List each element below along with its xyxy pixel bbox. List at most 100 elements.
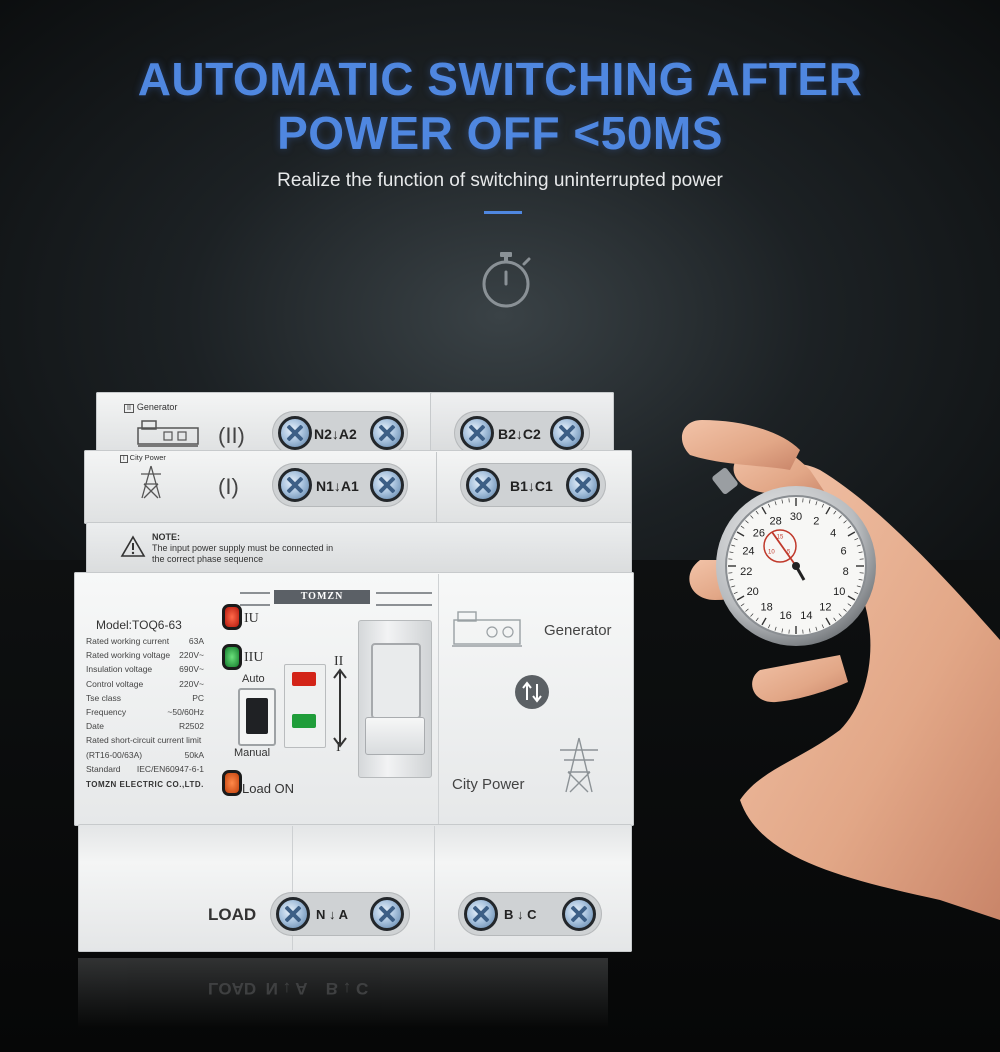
dial-tick — [843, 608, 847, 612]
switch-lever[interactable] — [358, 620, 432, 778]
dial-number: 20 — [747, 586, 759, 598]
minute-hand — [771, 531, 797, 567]
generator-outline-icon — [452, 611, 522, 647]
dial-tick — [854, 538, 859, 541]
load-b-c-label: B ↓ C — [504, 907, 537, 922]
terminal-n2-a2-label: N2↓A2 — [314, 426, 357, 442]
terminal-screw[interactable] — [562, 897, 596, 931]
terminal-screw[interactable] — [460, 416, 494, 450]
iu-led — [222, 604, 242, 630]
iiu-led — [222, 644, 242, 670]
subdial-number: 15 — [777, 535, 784, 541]
dial-tick — [733, 538, 738, 541]
load-label: LOAD — [208, 905, 257, 924]
dial-tick — [745, 608, 749, 612]
mode-selector[interactable] — [238, 688, 276, 746]
dial-tick — [736, 531, 745, 537]
dial-tick — [740, 525, 745, 529]
power-tower-icon — [141, 465, 161, 499]
spec-label: Date — [86, 721, 104, 732]
spec-label: Frequency — [86, 707, 127, 717]
dial-tick — [736, 595, 745, 601]
dial-tick — [838, 515, 842, 519]
subtitle: Realize the function of switching uninte… — [277, 170, 723, 191]
roman-two: (II) — [218, 423, 245, 448]
terminal-screw[interactable] — [370, 897, 404, 931]
dial-number: 28 — [770, 515, 782, 527]
dial-tick — [825, 506, 831, 515]
dial-tick — [847, 603, 852, 607]
dial-number: 2 — [813, 515, 819, 527]
terminal-screw[interactable] — [278, 416, 312, 450]
dial-tick — [729, 578, 734, 581]
dial-tick — [745, 520, 749, 524]
dial-number: 4 — [830, 528, 836, 540]
accent-divider — [484, 211, 522, 214]
model-label: Model:TOQ6-63 — [96, 618, 182, 632]
stopwatch-crown — [712, 468, 738, 494]
dial-tick — [755, 510, 759, 515]
spec-value: R2502 — [178, 721, 204, 732]
dial-tick — [731, 544, 736, 547]
dial-tick — [833, 510, 837, 515]
subdial-number: 10 — [768, 550, 775, 556]
dial-tick — [833, 617, 837, 622]
dial-tick — [761, 617, 767, 626]
dial-tick — [768, 503, 771, 508]
spec-label: Rated working voltage — [86, 650, 171, 661]
spec-label: Control voltage — [86, 678, 144, 689]
terminal-screw[interactable] — [466, 468, 500, 502]
red-indicator — [292, 672, 316, 686]
dial-tick — [847, 525, 852, 529]
manufacturer: TOMZN ELECTRIC CO.,LTD. — [86, 780, 204, 789]
spec-label: Rated short-circuit current limit — [86, 735, 202, 746]
load-on-label: Load ON — [242, 781, 295, 796]
dial-tick — [781, 628, 784, 633]
dial-number: 16 — [779, 610, 791, 622]
dial-tick — [847, 595, 856, 601]
dial-number: 6 — [840, 546, 846, 558]
spec-label: Rated working current — [86, 636, 170, 646]
terminal-screw[interactable] — [550, 416, 584, 450]
city-power-label: City Power — [452, 776, 525, 793]
load-n-a-label: N ↓ A — [316, 907, 349, 922]
dial-number: 14 — [800, 610, 812, 622]
terminal-screw[interactable] — [278, 468, 312, 502]
dial-tick — [774, 626, 777, 631]
terminal-screw[interactable] — [464, 897, 498, 931]
load-on-led — [222, 770, 242, 796]
note-line-2: the correct phase sequence — [152, 554, 264, 564]
terminal-screw[interactable] — [370, 416, 404, 450]
dial-tick — [774, 501, 777, 506]
dial-tick — [733, 591, 738, 594]
note-title: NOTE: — [152, 532, 180, 542]
dial-tick — [808, 499, 811, 504]
dial-tick — [729, 551, 734, 554]
position-i-label: I — [336, 740, 341, 755]
spec-value: IEC/EN60947-6-1 — [136, 763, 204, 774]
terminal-b2-c2-label: B2↓C2 — [498, 426, 541, 442]
dial-tick — [750, 613, 754, 617]
stopwatch-icon — [482, 252, 531, 308]
position-ii-label: II — [334, 654, 344, 669]
dial-number: 12 — [819, 601, 831, 613]
terminal-screw[interactable] — [566, 468, 600, 502]
palm — [740, 464, 1000, 920]
position-arrow-icon — [333, 668, 347, 748]
dial-tick — [825, 617, 831, 626]
iu-label: IU — [244, 611, 259, 626]
terminal-screw[interactable] — [276, 897, 310, 931]
generator-source-label: Generator — [136, 402, 178, 412]
terminal-n1-a1-label: N1↓A1 — [316, 478, 359, 494]
spec-label: Tse class — [86, 692, 121, 703]
terminal-screw[interactable] — [370, 468, 404, 502]
dial-tick — [856, 544, 861, 547]
generator-icon — [137, 420, 199, 447]
spec-label: Insulation voltage — [86, 664, 153, 675]
spec-value: PC — [192, 692, 204, 703]
headline-line-1: AUTOMATIC SWITCHING AFTER — [137, 53, 863, 105]
dial-tick — [815, 626, 818, 631]
dial-tick — [815, 501, 818, 506]
